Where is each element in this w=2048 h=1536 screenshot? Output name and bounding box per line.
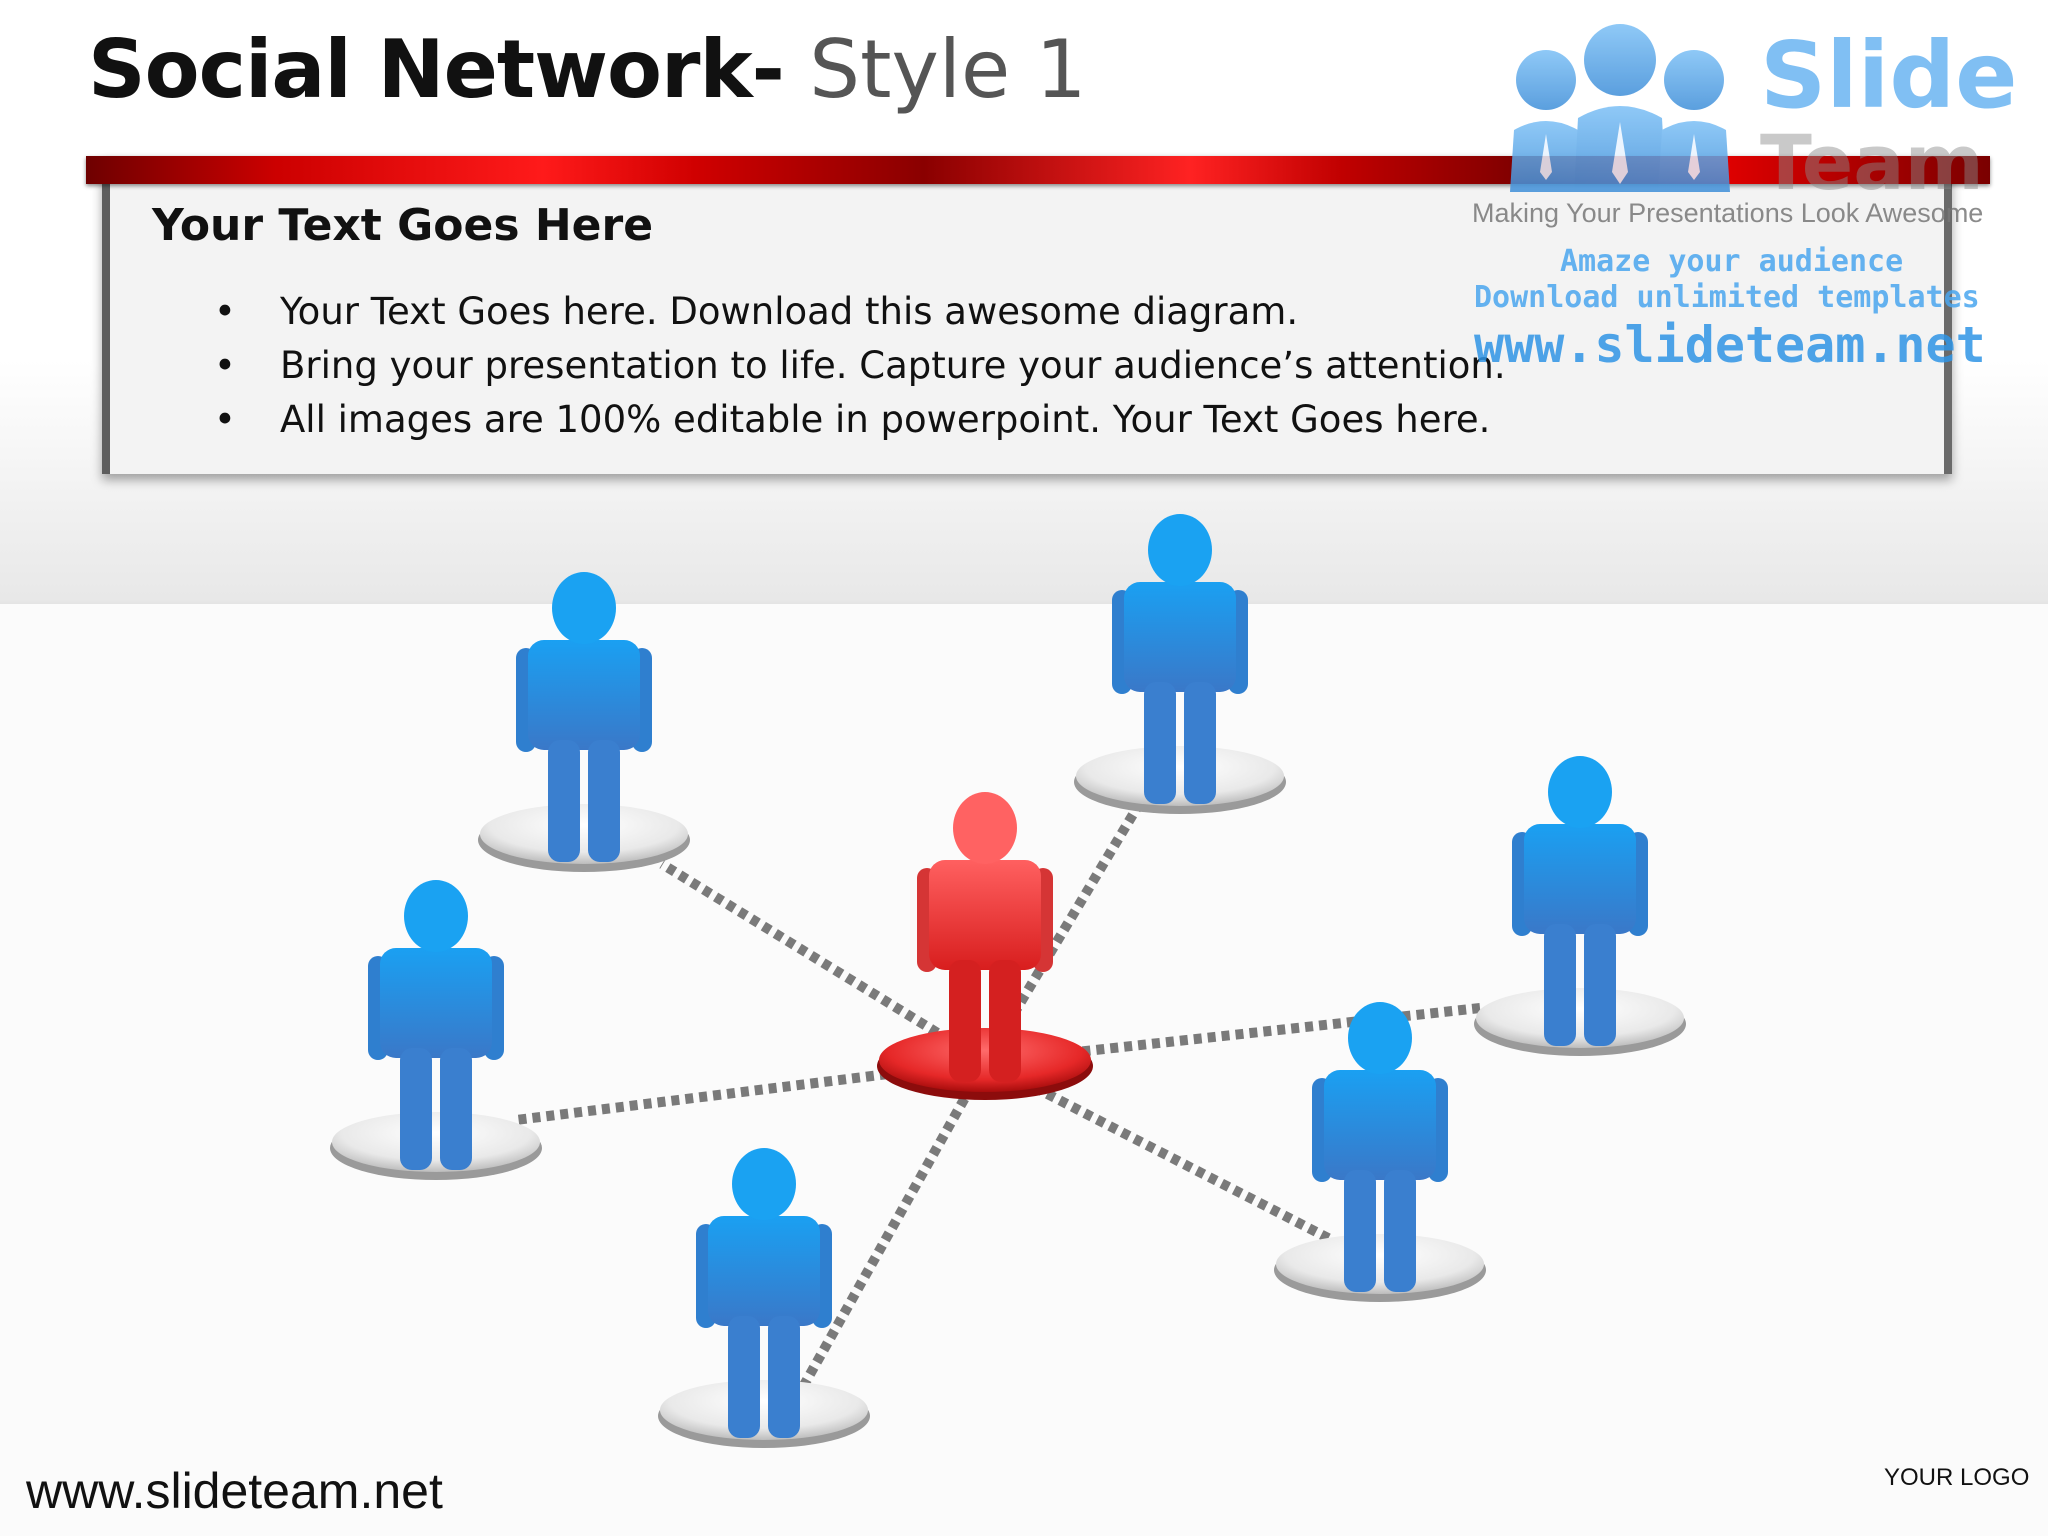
bullet-text: Your Text Goes here. Download this aweso… (280, 290, 1299, 333)
network-node (1074, 514, 1286, 814)
connector-line (982, 1057, 1335, 1245)
network-node (1474, 756, 1686, 1056)
connector-line (785, 1059, 990, 1413)
team-people-icon (1510, 24, 1730, 192)
watermark-line1: Amaze your audience (1560, 244, 1904, 279)
connector-line (515, 1057, 986, 1125)
slide-title: Social Network- Style 1 (88, 20, 1087, 120)
network-node (478, 572, 690, 872)
network-node (330, 880, 542, 1180)
bullet-dot: • (214, 344, 236, 387)
watermark-brand-slide: Slide (1760, 22, 2018, 129)
bullet-dot: • (214, 290, 236, 333)
title-main: Social Network- (88, 23, 785, 116)
watermark: Slide Team Making Your Presentations Loo… (1460, 18, 2020, 378)
watermark-tagline: Making Your Presentations Look Awesome (1472, 198, 1984, 228)
connector-line (659, 859, 988, 1067)
bullet-dot: • (214, 398, 236, 441)
footer-url: www.slideteam.net (26, 1463, 443, 1519)
watermark-url: www.slideteam.net (1474, 316, 1986, 374)
hub-node (877, 792, 1093, 1100)
panel-heading: Your Text Goes Here (152, 200, 654, 251)
text-panel (102, 156, 1952, 474)
bullet-text: Bring your presentation to life. Capture… (280, 344, 1506, 387)
network-node (1274, 1002, 1486, 1302)
watermark-line2: Download unlimited templates (1474, 280, 1980, 315)
footer-logo-placeholder: YOUR LOGO (1884, 1464, 2030, 1491)
bullet-text: All images are 100% editable in powerpoi… (280, 398, 1491, 441)
network-node (658, 1148, 870, 1448)
watermark-brand-team: Team (1760, 118, 1984, 207)
title-style: Style 1 (783, 23, 1087, 116)
